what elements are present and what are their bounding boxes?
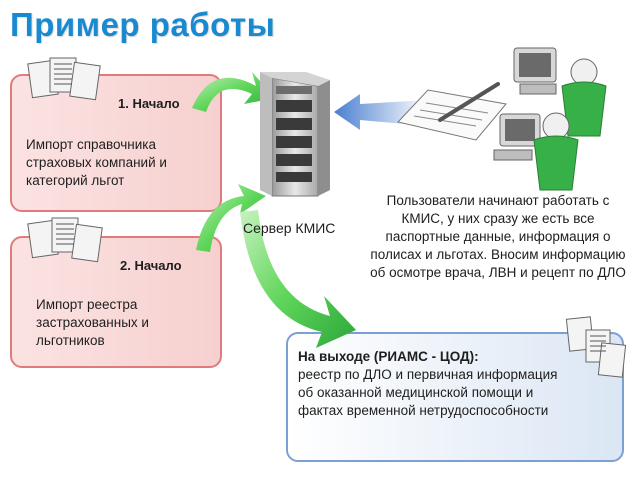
step2-label: 2. Начало xyxy=(120,258,182,273)
server-label: Сервер КМИС xyxy=(243,220,336,236)
arrow-step2-to-server xyxy=(196,184,266,252)
step2-text: Импорт реестра застрахованных и льготник… xyxy=(36,297,149,348)
output-text: реестр по ДЛО и первичная информация об … xyxy=(298,367,558,418)
page-title: Пример работы xyxy=(10,6,276,43)
output-content: На выходе (РИАМС - ЦОД): реестр по ДЛО и… xyxy=(298,348,566,420)
arrow-server-to-output xyxy=(240,210,356,348)
output-title: На выходе (РИАМС - ЦОД): xyxy=(298,349,479,364)
server-icon xyxy=(260,72,330,197)
users-description: Пользователи начинают работать с КМИС, у… xyxy=(370,193,626,280)
paper-pen-icon xyxy=(397,82,507,141)
user-computer-icon xyxy=(493,112,579,191)
step2-box xyxy=(10,236,222,368)
user-computer-icon xyxy=(513,47,607,137)
output-box xyxy=(286,332,624,462)
step1-box xyxy=(10,74,222,212)
arrow-step1-to-server xyxy=(192,72,275,112)
step1-label: 1. Начало xyxy=(118,96,180,111)
documents-icon xyxy=(27,217,103,263)
documents-icon xyxy=(27,57,101,101)
step1-text: Импорт справочника страховых компаний и … xyxy=(26,137,167,188)
documents-icon xyxy=(565,316,627,378)
